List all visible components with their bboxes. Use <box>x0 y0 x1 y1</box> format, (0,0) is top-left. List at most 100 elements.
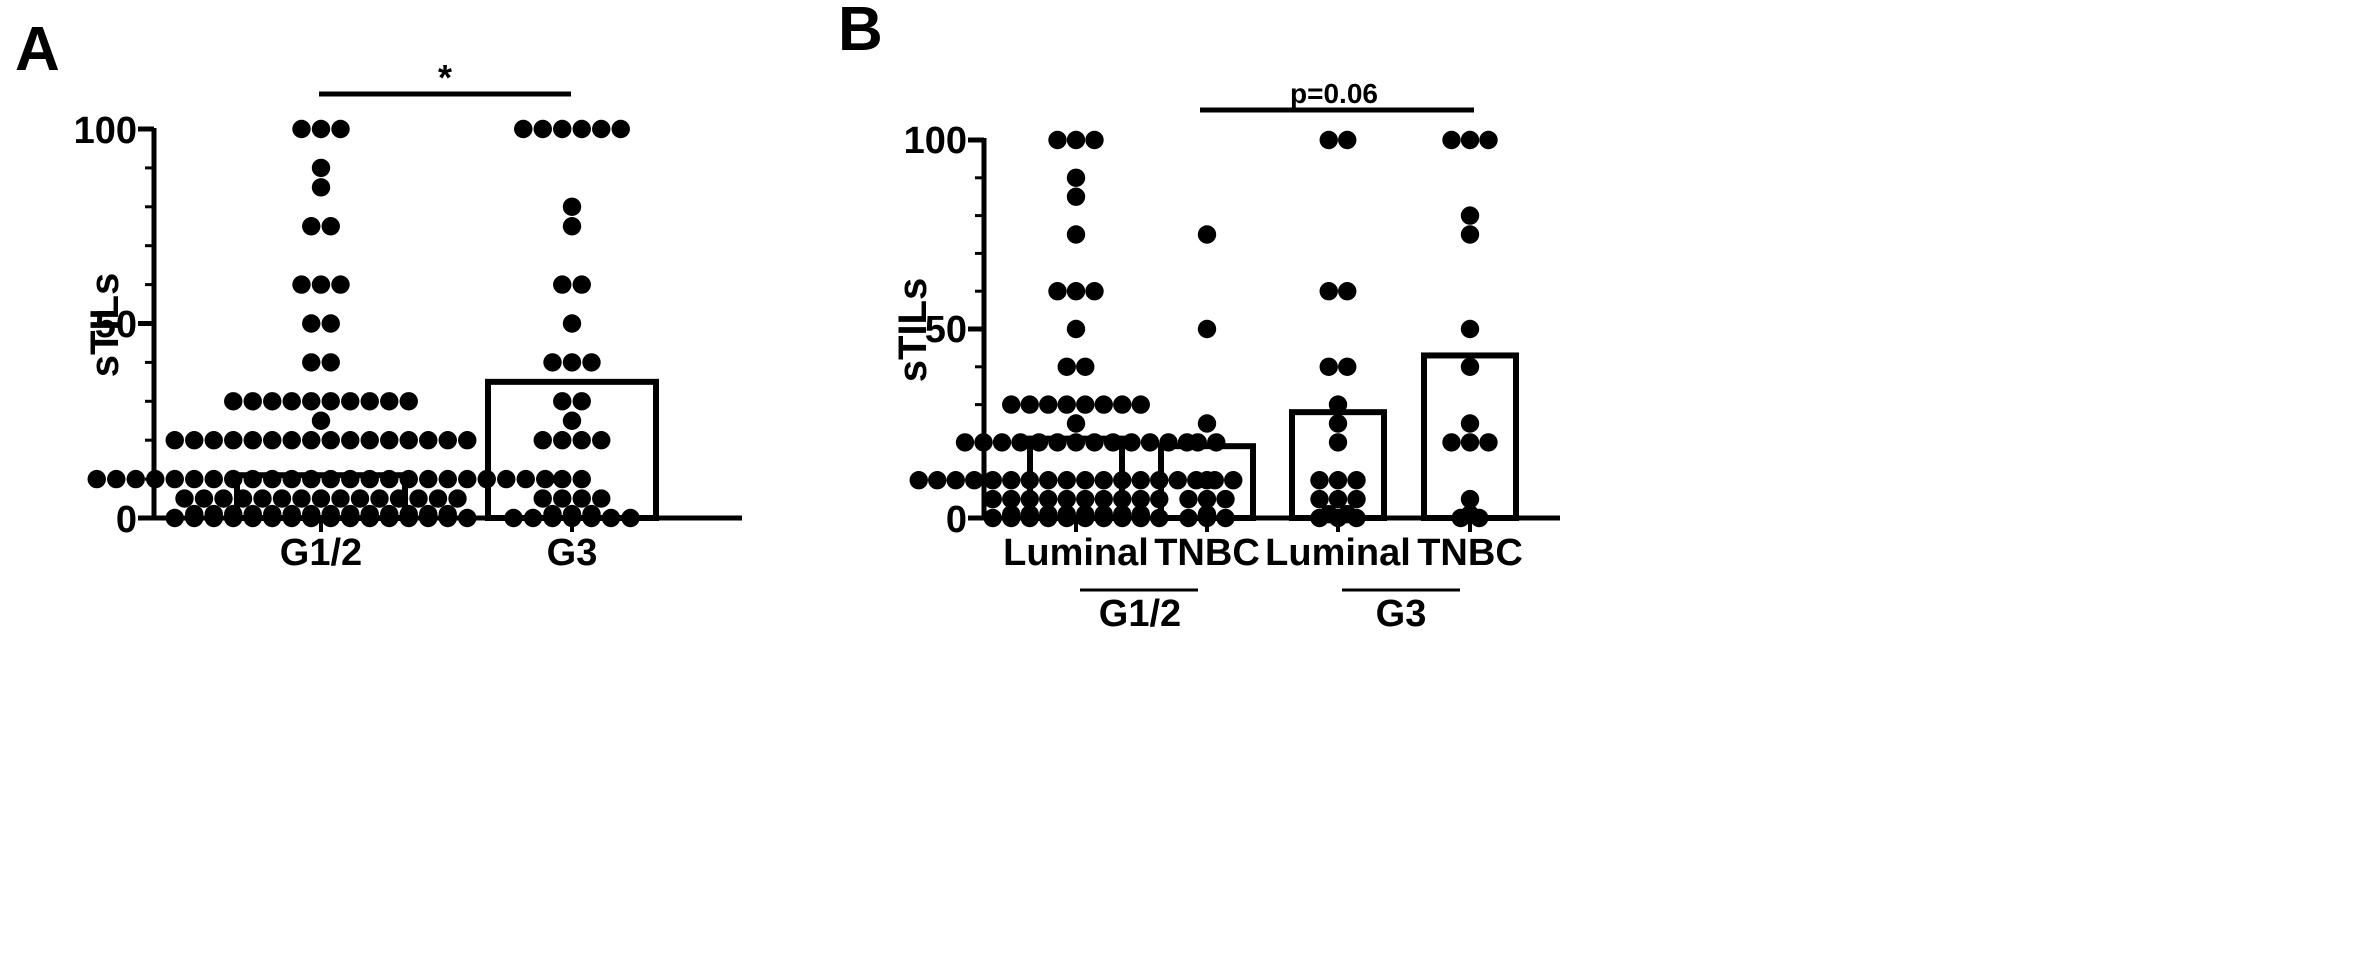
panel-a-point-g1-9 <box>572 275 591 294</box>
panel-a-point-g0-25 <box>165 431 184 450</box>
panel-a-point-g1-11 <box>543 353 562 372</box>
panel-b-point-g3-5 <box>1460 319 1480 339</box>
panel-a-point-g0-41 <box>87 469 106 489</box>
panel-a-point-g1-16 <box>562 411 582 430</box>
panel-b-point-g1-4 <box>1207 433 1226 452</box>
panel-a-point-g0-57 <box>399 469 418 489</box>
panel-a-point-g0-26 <box>185 431 204 450</box>
panel-a-point-g0-7 <box>292 275 311 294</box>
panel-b-point-g1-3 <box>1188 433 1207 452</box>
panel-a-point-g0-21 <box>360 392 379 411</box>
panel-a-point-g0-39 <box>438 431 457 450</box>
panel-a-point-g0-79 <box>448 489 467 508</box>
panel-b-point-g2-0 <box>1319 130 1338 150</box>
panel-a-point-g1-1 <box>533 119 552 139</box>
panel-b-point-g0-31 <box>1140 433 1160 452</box>
panel-b-point-g3-6 <box>1460 357 1480 376</box>
panel-b-point-g1-2 <box>1197 414 1217 433</box>
panel-a-point-g1-24 <box>553 489 572 508</box>
panel-a-point-g0-16 <box>263 392 282 411</box>
panel-a-point-g0-51 <box>282 469 301 489</box>
panel-b-point-g0-44 <box>1094 471 1113 490</box>
panel-a-point-g1-7 <box>562 217 582 236</box>
panel-a-point-g0-6 <box>321 217 340 236</box>
panel-a-point-g0-75 <box>370 489 389 508</box>
panel-a-point-g0-12 <box>302 353 321 372</box>
panel-a-point-g0-0 <box>292 119 311 139</box>
panel-a-point-g1-13 <box>582 353 601 372</box>
panel-b-significance-label: p=0.06 <box>1290 78 1378 109</box>
panel-b-point-g0-18 <box>1113 395 1132 414</box>
panel-b-point-g0-29 <box>1103 433 1123 452</box>
panel-a-point-g0-18 <box>302 392 321 411</box>
panel-a-point-g0-61 <box>477 469 496 489</box>
panel-a-point-g0-76 <box>389 489 409 508</box>
panel-a-point-g0-27 <box>204 431 223 450</box>
panel-a-point-g0-1 <box>311 119 331 139</box>
panel-b-point-g0-8 <box>1085 282 1104 301</box>
panel-b-y-ticks <box>968 137 984 521</box>
panel-a-point-g0-32 <box>302 431 321 450</box>
panel-a-point-g0-40 <box>458 431 477 450</box>
panel-b-point-g0-26 <box>1048 433 1067 452</box>
panel-a-point-g0-77 <box>409 489 428 508</box>
panel-a-point-g0-64 <box>536 469 555 489</box>
panel-b-point-g2-4 <box>1319 357 1338 376</box>
panel-b-point-g0-23 <box>992 433 1012 452</box>
panel-a-point-g0-63 <box>516 469 535 489</box>
panel-a-point-g0-53 <box>321 469 340 489</box>
panel-a-x-label-g12: G1/2 <box>280 532 362 574</box>
panel-a-point-g1-0 <box>514 119 533 139</box>
panel-a-point-g0-4 <box>311 178 331 197</box>
panel-b-x-ticks <box>1074 518 1472 532</box>
panel-a-point-g0-15 <box>243 392 262 411</box>
panel-a-point-g1-8 <box>553 275 572 294</box>
panel-a-point-g1-10 <box>562 314 582 333</box>
panel-a-point-g0-14 <box>224 392 243 411</box>
panel-a-point-g1-25 <box>572 489 591 508</box>
panel-b-point-g0-51 <box>1224 471 1243 490</box>
panel-b-point-g2-3 <box>1338 282 1357 301</box>
panel-a-point-g0-13 <box>321 353 340 372</box>
panel-a-bar-1 <box>485 378 659 521</box>
panel-b-y-tick-label-100: 100 <box>904 120 967 162</box>
panel-a-point-g0-54 <box>341 469 360 489</box>
panel-b-point-g0-4 <box>1066 187 1086 206</box>
panel-b-point-g3-9 <box>1460 433 1480 452</box>
panel-a-point-g0-20 <box>341 392 360 411</box>
panel-b-point-g2-14 <box>1347 489 1366 509</box>
panel-b-point-g0-13 <box>1020 395 1039 414</box>
panel-a-point-g0-72 <box>311 489 331 508</box>
panel-a-point-g0-11 <box>321 314 340 333</box>
panel-a-point-g0-33 <box>321 431 340 450</box>
panel-b-point-g2-6 <box>1328 395 1348 414</box>
panel-b-point-g0-57 <box>1076 489 1095 509</box>
panel-b-point-g0-3 <box>1066 168 1086 187</box>
panel-a-point-g0-29 <box>243 431 262 450</box>
panel-a-point-g1-22 <box>572 469 591 489</box>
panel-b-point-g3-4 <box>1460 225 1480 244</box>
panel-b-point-g3-3 <box>1460 206 1480 225</box>
panel-b-point-g0-20 <box>1066 414 1086 433</box>
panel-b-point-g2-5 <box>1338 357 1357 376</box>
panel-a-point-g0-43 <box>126 469 145 489</box>
panel-a-point-g1-23 <box>533 489 552 508</box>
panel-a-point-g0-31 <box>282 431 301 450</box>
panel-a-point-g1-3 <box>572 119 591 139</box>
panel-a-point-g0-8 <box>311 275 331 294</box>
panel-b-x-label-tnbc-g12: TNBC <box>1154 532 1260 574</box>
panel-a-point-g0-55 <box>360 469 379 489</box>
panel-b-point-g2-11 <box>1347 471 1366 490</box>
panel-a-point-g1-20 <box>592 431 611 450</box>
panel-a-point-g0-34 <box>341 431 360 450</box>
panel-b-point-g0-43 <box>1076 471 1095 490</box>
panel-b-point-g0-30 <box>1122 433 1141 452</box>
panel-b-point-g0-28 <box>1085 433 1104 452</box>
panel-b-point-g2-10 <box>1328 471 1348 490</box>
panel-a-point-g1-5 <box>611 119 630 139</box>
panel-a-point-g0-47 <box>204 469 223 489</box>
panel-a-point-g0-74 <box>350 489 370 508</box>
panel-a-point-g0-37 <box>399 431 418 450</box>
panel-b-point-g1-8 <box>1216 489 1235 509</box>
